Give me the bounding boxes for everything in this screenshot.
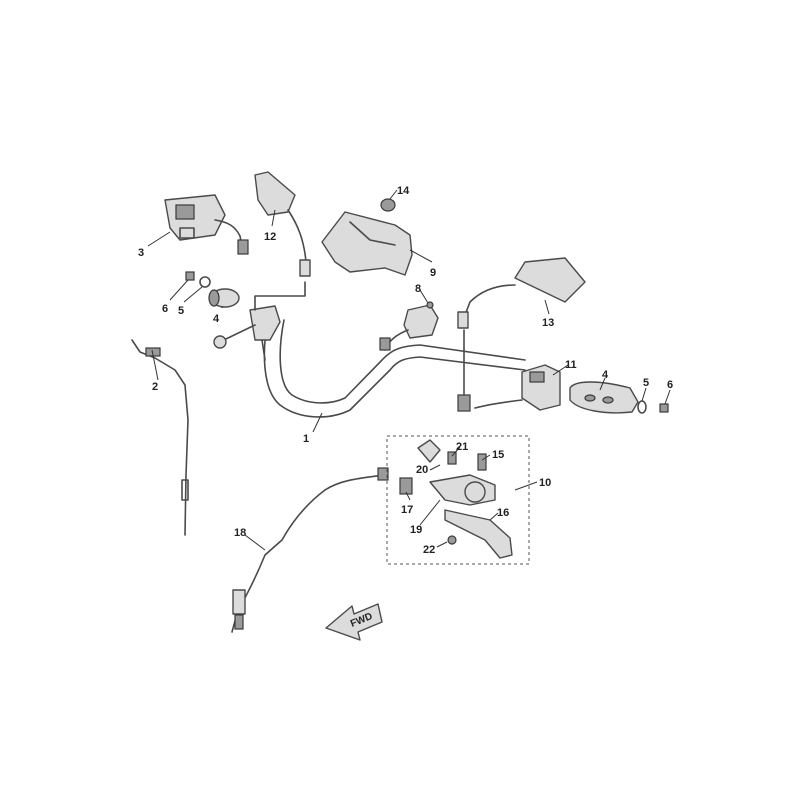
callout-13: 13	[542, 317, 554, 329]
right-switch-housing	[457, 329, 561, 412]
plug	[380, 198, 396, 212]
callout-12: 12	[264, 231, 276, 243]
callout-4-right: 4	[602, 369, 609, 381]
left-lever-assembly	[213, 281, 306, 361]
callout-6-left: 6	[162, 303, 168, 315]
callout-3: 3	[138, 247, 144, 259]
callout-22: 22	[423, 544, 435, 556]
callout-1: 1	[303, 433, 309, 445]
callout-9: 9	[430, 267, 436, 279]
right-mirror	[457, 257, 586, 329]
left-washer	[199, 276, 211, 288]
callout-labels: 1 2 3 4 5 6 8 9 10 11 12 13 14 15 16 17 …	[138, 185, 673, 556]
center-switch	[379, 301, 439, 351]
callout-19: 19	[410, 524, 422, 536]
callout-20: 20	[416, 464, 428, 476]
callout-16: 16	[497, 507, 509, 519]
throttle-cable	[131, 339, 189, 536]
right-bolt	[659, 403, 669, 413]
left-mirror	[254, 171, 311, 277]
right-grip	[569, 381, 639, 414]
callout-10: 10	[539, 477, 551, 489]
left-grip	[208, 288, 240, 308]
callout-8: 8	[415, 283, 421, 295]
lever-assembly-box	[386, 435, 530, 565]
leader-lines	[147, 189, 671, 551]
callout-21: 21	[456, 441, 468, 453]
callout-4-left: 4	[213, 313, 220, 325]
callout-18: 18	[234, 527, 246, 539]
callout-5-left: 5	[178, 305, 184, 317]
clutch-cable	[231, 467, 389, 633]
callout-14: 14	[397, 185, 410, 197]
callout-5-right: 5	[643, 377, 649, 389]
right-washer	[637, 400, 647, 414]
callout-15: 15	[492, 449, 504, 461]
handlebar	[263, 319, 526, 418]
left-switch-housing	[164, 194, 249, 255]
hand-guard	[321, 211, 413, 276]
callout-2: 2	[152, 381, 158, 393]
callout-6-right: 6	[667, 379, 673, 391]
left-bolt	[185, 271, 195, 281]
fwd-arrow-icon: FWD	[325, 603, 383, 641]
callout-17: 17	[401, 504, 413, 516]
callout-11: 11	[565, 359, 577, 371]
